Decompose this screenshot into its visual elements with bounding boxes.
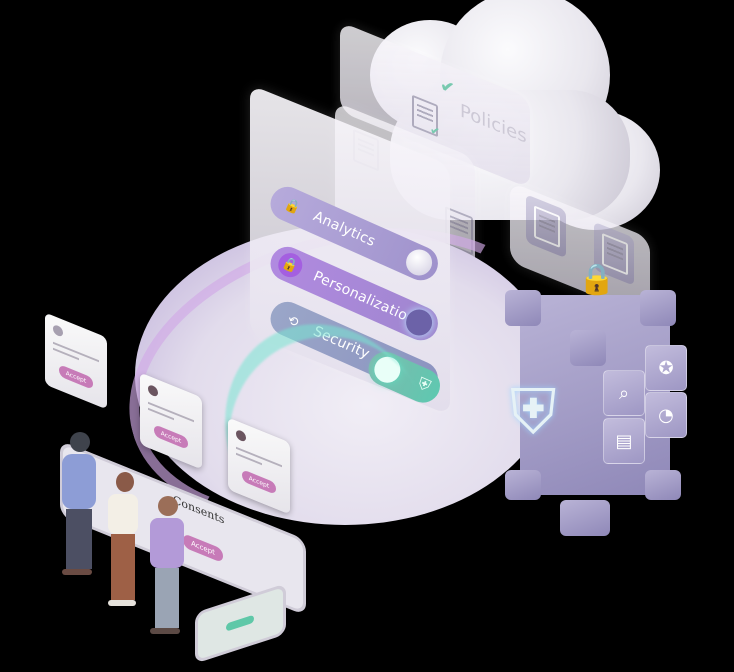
accept-button[interactable]: Accept bbox=[242, 469, 276, 495]
consent-card: Accept bbox=[45, 312, 107, 410]
document-icon bbox=[534, 205, 560, 248]
padlock-icon: 🔒 bbox=[578, 262, 616, 297]
vault-corner bbox=[560, 500, 610, 536]
vault-corner bbox=[645, 470, 681, 500]
check-icon: ✔ bbox=[440, 74, 456, 102]
small-phone-button[interactable] bbox=[226, 614, 254, 632]
vault-corner bbox=[570, 330, 606, 366]
avatar bbox=[148, 383, 158, 398]
accept-button[interactable]: Accept bbox=[59, 364, 93, 390]
shield-icon: ⛨ bbox=[510, 375, 557, 448]
document-tile bbox=[526, 194, 566, 259]
card-text bbox=[53, 347, 79, 361]
search-icon: ⌕ bbox=[618, 382, 630, 404]
person-woman-brown-pants bbox=[108, 472, 138, 606]
lock-icon: 🔒 bbox=[282, 196, 304, 217]
small-phone bbox=[195, 583, 286, 664]
clipboard-tile: ▤ bbox=[603, 418, 645, 464]
chart-icon: ◔ bbox=[658, 404, 674, 426]
vault-corner bbox=[640, 290, 676, 326]
chart-tile: ◔ bbox=[645, 392, 687, 438]
location-icon bbox=[53, 323, 63, 338]
policies-label: Policies bbox=[460, 100, 527, 148]
avatar bbox=[236, 428, 246, 443]
search-tile: ⌕ bbox=[603, 370, 645, 416]
person-man-blue-sweater bbox=[62, 432, 96, 575]
toggle-knob[interactable] bbox=[401, 245, 437, 280]
vault-corner bbox=[505, 290, 541, 326]
vault-corner bbox=[505, 470, 541, 500]
check-icon: ✔ bbox=[430, 121, 441, 141]
clipboard-icon: ▤ bbox=[615, 430, 633, 452]
card-text bbox=[236, 452, 262, 466]
accept-button[interactable]: Accept bbox=[154, 424, 188, 450]
person-man-purple-vest bbox=[150, 496, 184, 634]
phone-accept-button[interactable]: Accept bbox=[183, 533, 223, 564]
card-text bbox=[148, 407, 174, 421]
badge-tile: ✪ bbox=[645, 345, 687, 391]
lock-icon: 🔒 bbox=[274, 249, 307, 281]
badge-icon: ✪ bbox=[658, 357, 674, 379]
